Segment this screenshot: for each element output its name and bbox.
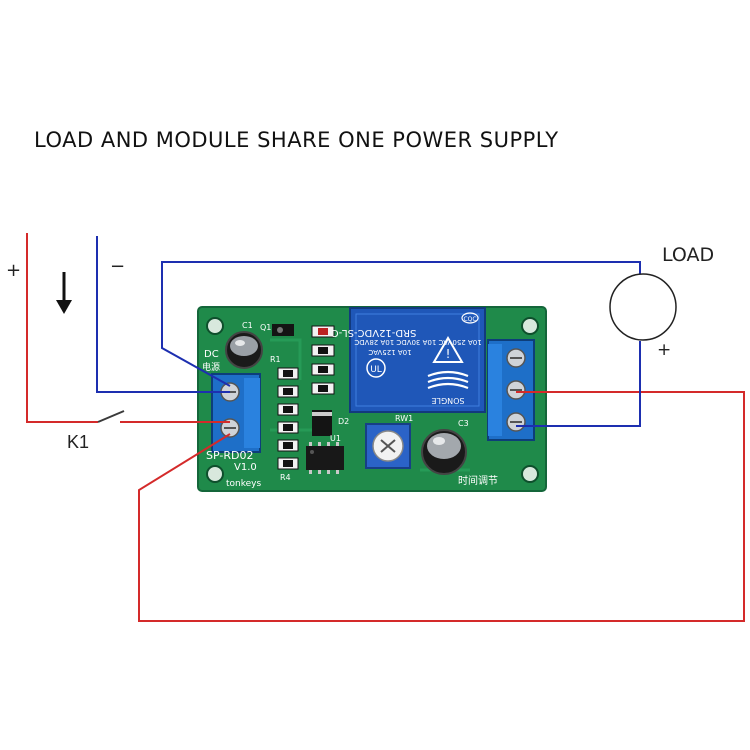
silk-time-cn: 时间调节: [458, 474, 498, 487]
relay-model: SRD-12VDC-SL-C: [332, 327, 417, 338]
silk-brand: tonkeys: [226, 479, 261, 489]
load-circle: [609, 273, 677, 341]
positive-wire: [26, 233, 745, 622]
relay-rating-2: 10A 125VAC: [368, 348, 411, 356]
relay: ! SRD-12VDC-SL-C 10A 250VAC 10A 30VDC 10…: [332, 307, 486, 413]
silk-version: V1.0: [234, 462, 257, 473]
relay-rating-1: 10A 250VAC 10A 30VDC 10A 28VDC: [354, 338, 482, 346]
silk-rw1: RW1: [395, 414, 413, 423]
potentiometer-rw1: [365, 423, 411, 469]
silk-r1: R1: [270, 355, 281, 364]
relay-ul: UL: [370, 365, 382, 375]
relay-cqc: CQC: [463, 316, 476, 323]
svg-text:!: !: [446, 347, 451, 361]
silk-dc-cn: 电源: [202, 361, 220, 373]
silk-dc: DC: [204, 349, 219, 360]
output-terminal-block: [487, 339, 535, 441]
supply-plus-label: +: [6, 260, 22, 281]
songle-logo-icon: [427, 370, 469, 390]
silk-d2: D2: [338, 417, 349, 426]
mounting-holes: [206, 317, 539, 483]
arrow-down-icon: [56, 272, 72, 314]
silk-c3: C3: [458, 419, 469, 428]
relay-brand: SONGLE: [431, 396, 464, 405]
ul-mark-icon: UL: [366, 358, 386, 378]
silk-q1: Q1: [260, 323, 271, 332]
silk-r4: R4: [280, 473, 291, 482]
silk-model: SP-RD02: [206, 449, 253, 462]
silk-c1: C1: [242, 321, 253, 330]
load-plus-label: +: [657, 340, 672, 360]
capacitor-c1: [225, 331, 263, 369]
capacitor-c3: [421, 429, 467, 475]
ic-u1: [306, 442, 344, 474]
relay-module-board: ! SRD-12VDC-SL-C 10A 250VAC 10A 30VDC 10…: [197, 306, 547, 492]
page-title: LOAD AND MODULE SHARE ONE POWER SUPPLY: [34, 128, 559, 152]
diode-d2: [312, 410, 332, 436]
switch-k1-label: K1: [67, 432, 90, 452]
switch-k1: [97, 410, 125, 423]
load-label: LOAD: [662, 244, 715, 266]
silk-u1: U1: [330, 434, 341, 443]
supply-minus-label: −: [110, 256, 126, 277]
negative-wire: [96, 236, 641, 427]
cqc-mark-icon: [461, 312, 479, 324]
transistor-q1: [272, 324, 294, 336]
